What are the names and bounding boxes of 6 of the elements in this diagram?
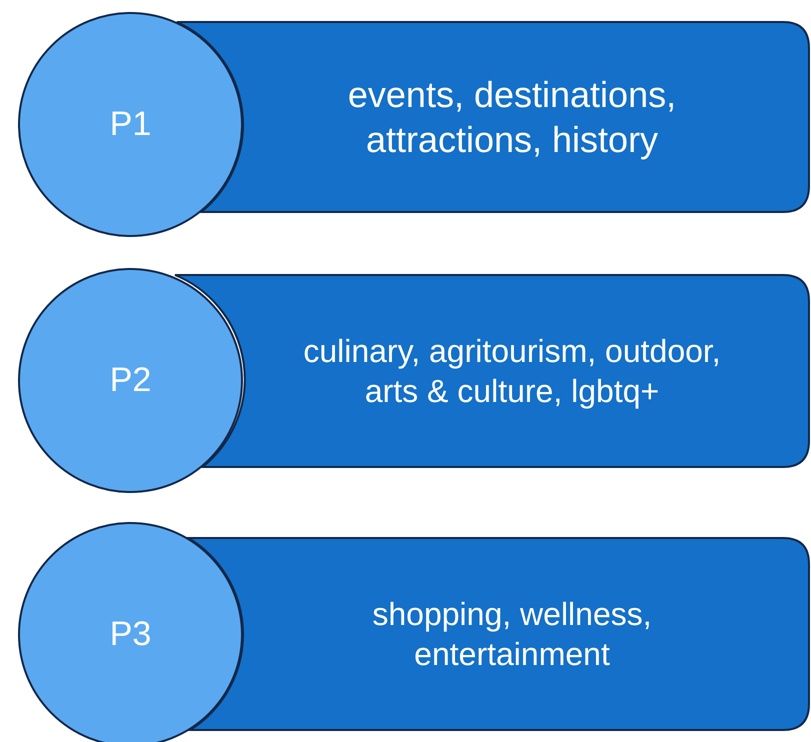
badge-label: P3 (110, 614, 152, 656)
category-text: culinary, agritourism, outdoor, arts & culture, lgbtq+ (302, 332, 722, 411)
category-text: shopping, wellness, entertainment (371, 595, 653, 674)
category-text: events, destinations, attractions, history (346, 73, 678, 162)
badge-label: P1 (110, 104, 152, 146)
badge-label: P2 (110, 360, 152, 402)
